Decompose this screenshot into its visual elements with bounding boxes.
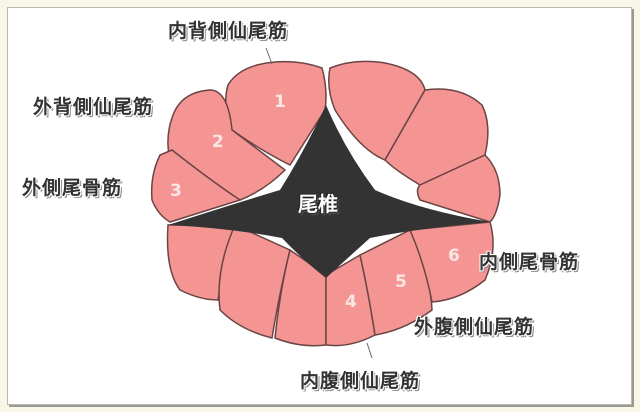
vertebra-shape [168,105,490,278]
number-4: 4 [345,292,357,312]
number-3: 3 [170,181,182,201]
label-outer-ventral-sacrocaudal: 外腹側仙尾筋 [414,316,535,338]
muscle-4 [274,248,327,347]
vertebra-label: 尾椎 [298,192,338,216]
label-inner-dorsal-sacrocaudal: 内背側仙尾筋 [168,20,289,42]
muscle-6 [408,221,494,303]
label-lateral-coccygeus: 外側尾骨筋 [22,177,123,199]
number-1: 1 [274,92,286,112]
muscle-3 [150,149,242,223]
number-6: 6 [448,246,460,266]
label-medial-coccygeus: 内側尾骨筋 [479,251,580,273]
label-inner-ventral-sacrocaudal: 内腹側仙尾筋 [300,370,421,392]
number-2: 2 [212,132,224,152]
number-5: 5 [395,272,407,292]
label-outer-dorsal-sacrocaudal: 外背側仙尾筋 [33,96,154,118]
